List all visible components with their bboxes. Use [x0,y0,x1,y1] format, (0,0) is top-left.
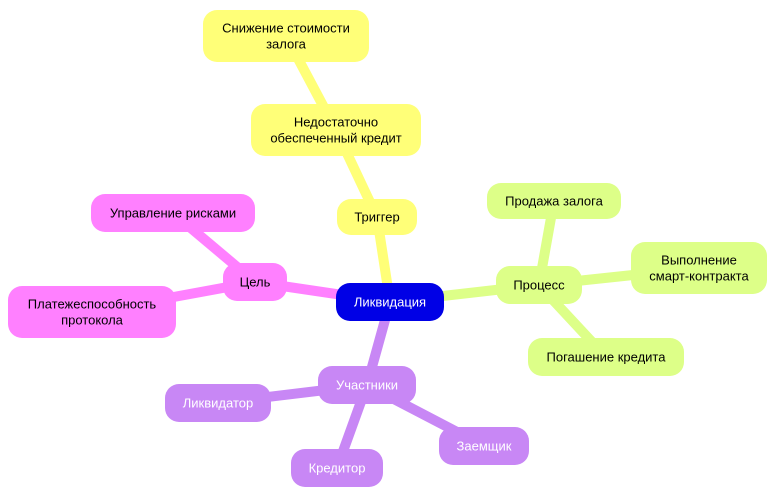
node-risk-management-box [91,194,255,232]
node-smart-contract-label: Выполнение [661,253,737,268]
node-participants-box [318,366,416,404]
node-loan-repayment-label: Погашение кредита [547,350,667,365]
node-undercollateralized-box [251,104,421,156]
node-trigger: Триггер [337,199,417,235]
node-undercollateralized-label: обеспеченный кредит [270,131,401,146]
node-participants: Участники [318,366,416,404]
node-goal-label: Цель [240,275,271,290]
node-process-box [496,266,582,304]
node-root-box [336,283,444,321]
node-loan-repayment: Погашение кредита [528,338,684,376]
node-undercollateralized-label: Недостаточно [294,115,378,130]
node-protocol-solvency-box [8,286,176,338]
node-creditor: Кредитор [291,449,383,487]
node-process: Процесс [496,266,582,304]
node-trigger-box [337,199,417,235]
node-collateral-drop-label: Снижение стоимости [222,21,350,36]
node-protocol-solvency-label: протокола [61,313,124,328]
node-goal: Цель [223,263,287,301]
node-participants-label: Участники [336,378,398,393]
node-smart-contract-box [631,242,767,294]
node-protocol-solvency-label: Платежеспособность [28,297,157,312]
node-process-label: Процесс [513,278,565,293]
node-liquidator: Ликвидатор [165,384,271,422]
node-creditor-box [291,449,383,487]
node-goal-box [223,263,287,301]
node-borrower-label: Заемщик [457,439,512,454]
node-risk-management: Управление рисками [91,194,255,232]
node-trigger-label: Триггер [354,210,399,225]
node-root: Ликвидация [336,283,444,321]
node-liquidator-box [165,384,271,422]
node-collateral-drop-box [203,10,369,62]
node-sell-collateral: Продажа залога [487,183,621,219]
node-borrower: Заемщик [439,427,529,465]
node-root-label: Ликвидация [354,295,426,310]
node-sell-collateral-box [487,183,621,219]
node-collateral-drop-label: залога [266,37,307,52]
node-risk-management-label: Управление рисками [110,206,236,221]
node-liquidator-label: Ликвидатор [183,396,253,411]
node-smart-contract-label: смарт-контракта [649,269,749,284]
node-sell-collateral-label: Продажа залога [505,194,603,209]
node-borrower-box [439,427,529,465]
node-loan-repayment-box [528,338,684,376]
node-creditor-label: Кредитор [309,461,366,476]
